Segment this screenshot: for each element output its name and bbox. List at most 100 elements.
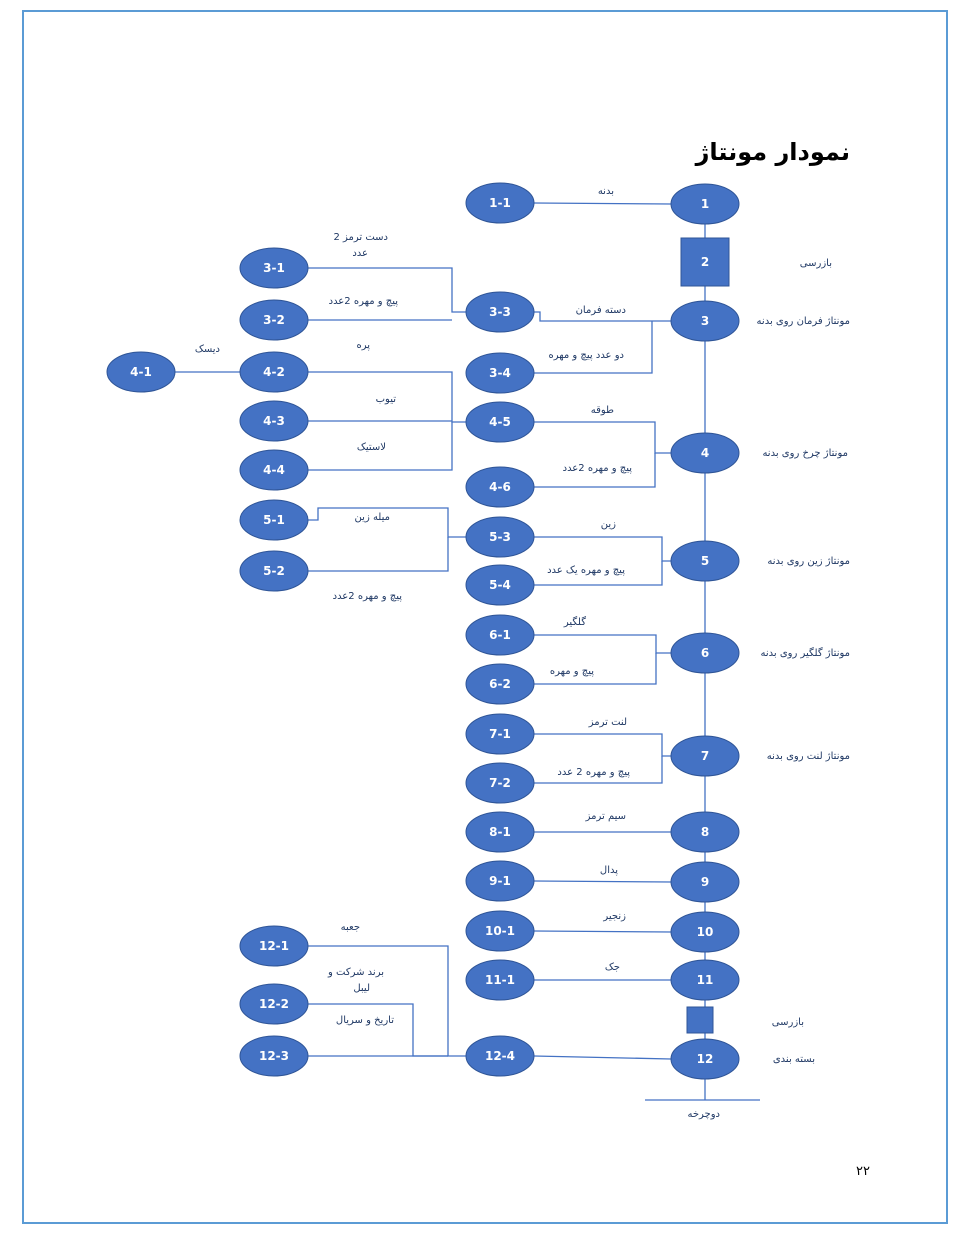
label-zanjir: زنجیر (603, 911, 626, 922)
node-shape-12 (670, 1038, 740, 1080)
node-7: 7 (670, 735, 740, 777)
node-shape-3-3 (465, 291, 535, 333)
node-label-8-1: 8-1 (489, 825, 511, 839)
node-label-7-1: 7-1 (489, 727, 511, 741)
node-shape-5-2 (239, 550, 309, 592)
node-11b (686, 1006, 714, 1034)
node-9: 9 (670, 861, 740, 903)
connector-line-15 (308, 537, 449, 572)
connector-line-3 (533, 202, 672, 205)
node-12: 12 (670, 1038, 740, 1080)
node-shape-4-6 (465, 466, 535, 508)
node-8: 8 (670, 811, 740, 853)
node-shape-8 (670, 811, 740, 853)
node-label-4-2: 4-2 (263, 365, 285, 379)
node-1-1: 1-1 (465, 182, 535, 224)
node-shape-6 (670, 632, 740, 674)
node-label-6-2: 6-2 (489, 677, 511, 691)
connector-line-12 (534, 421, 671, 454)
node-label-6-1: 6-1 (489, 628, 511, 642)
node-6-2: 6-2 (465, 663, 535, 705)
node-label-4-6: 4-6 (489, 480, 511, 494)
node-shape-4-1 (106, 351, 176, 393)
node-5-2: 5-2 (239, 550, 309, 592)
node-shape-3-2 (239, 299, 309, 341)
node-label-5-2: 5-2 (263, 564, 285, 578)
node-label-9-1: 9-1 (489, 874, 511, 888)
node-label-9: 9 (701, 875, 709, 889)
label-disk: دیسک (194, 344, 220, 355)
connector-line-26 (308, 945, 466, 1057)
node-label-3-2: 3-2 (263, 313, 285, 327)
label-montaj-zin: مونتاژ زین روی بدنه (767, 556, 850, 567)
label-mile-zin: میله زین (354, 512, 390, 523)
node-label-4-5: 4-5 (489, 415, 511, 429)
label-pich-2-a: پیچ و مهره 2عدد (328, 296, 398, 307)
node-label-4-1: 4-1 (130, 365, 152, 379)
label-montaj-charkh: مونتاژ چرخ روی بدنه (762, 448, 848, 459)
node-label-12-3: 12-3 (259, 1049, 289, 1063)
node-12-2: 12-2 (239, 983, 309, 1025)
node-label-4-4: 4-4 (263, 463, 285, 477)
connector-line-13 (534, 453, 656, 488)
label-adad: عدد (352, 248, 368, 259)
node-12-1: 12-1 (239, 925, 309, 967)
label-brand: برند شرکت و (328, 967, 384, 978)
node-label-1: 1 (701, 197, 709, 211)
node-shape-11 (670, 959, 740, 1001)
label-label: لیبل (353, 983, 370, 994)
node-label-6: 6 (701, 646, 709, 660)
connector-line-29 (533, 1055, 672, 1060)
node-label-11-1: 11-1 (485, 973, 515, 987)
node-3-4: 3-4 (465, 352, 535, 394)
node-5-3: 5-3 (465, 516, 535, 558)
label-jack: جک (604, 962, 620, 973)
label-jabe: جعبه (340, 922, 360, 933)
node-shape-2 (680, 237, 730, 287)
node-shape-7 (670, 735, 740, 777)
node-3-1: 3-1 (239, 247, 309, 289)
node-label-5-1: 5-1 (263, 513, 285, 527)
connector-line-16 (534, 536, 671, 562)
node-label-4-3: 4-3 (263, 414, 285, 428)
label-pich-2-b: پیچ و مهره 2عدد (562, 463, 632, 474)
node-shape-6-1 (465, 614, 535, 656)
connector-line-14 (308, 507, 466, 538)
node-7-2: 7-2 (465, 762, 535, 804)
node-9-1: 9-1 (465, 860, 535, 902)
connector-line-17 (534, 561, 663, 586)
node-4-5: 4-5 (465, 401, 535, 443)
node-shape-3-4 (465, 352, 535, 394)
node-shape-10-1 (465, 910, 535, 952)
label-tube: تیوب (375, 394, 396, 405)
connector-line-24 (533, 930, 672, 933)
node-shape-10 (670, 911, 740, 953)
label-gelgir: گلگیر (563, 617, 586, 628)
label-montaj-lant: مونتاژ لنت روی بدنه (766, 751, 850, 762)
connector-line-7 (534, 321, 653, 374)
node-3-3: 3-3 (465, 291, 535, 333)
connector-line-4 (308, 267, 466, 313)
node-4: 4 (670, 432, 740, 474)
node-11-1: 11-1 (465, 959, 535, 1001)
node-7-1: 7-1 (465, 713, 535, 755)
node-shape-5-3 (465, 516, 535, 558)
node-label-12-2: 12-2 (259, 997, 289, 1011)
node-label-11: 11 (697, 973, 714, 987)
connector-line-27 (308, 1003, 448, 1057)
node-label-5-3: 5-3 (489, 530, 511, 544)
node-shape-9-1 (465, 860, 535, 902)
node-8-1: 8-1 (465, 811, 535, 853)
label-sim: سیم ترمز (585, 811, 626, 822)
label-montaj-gelgir: مونتاژ گلگیر روی بدنه (760, 648, 850, 659)
label-daste-farman: دسته فرمان (575, 305, 626, 316)
node-shape-1 (670, 183, 740, 225)
node-label-3-4: 3-4 (489, 366, 511, 380)
node-label-5-4: 5-4 (489, 578, 511, 592)
node-1: 1 (670, 183, 740, 225)
label-pich-2-c: پیچ و مهره 2عدد (332, 591, 402, 602)
label-toqe: طوقه (590, 405, 614, 416)
node-11: 11 (670, 959, 740, 1001)
node-label-12-1: 12-1 (259, 939, 289, 953)
node-10: 10 (670, 911, 740, 953)
